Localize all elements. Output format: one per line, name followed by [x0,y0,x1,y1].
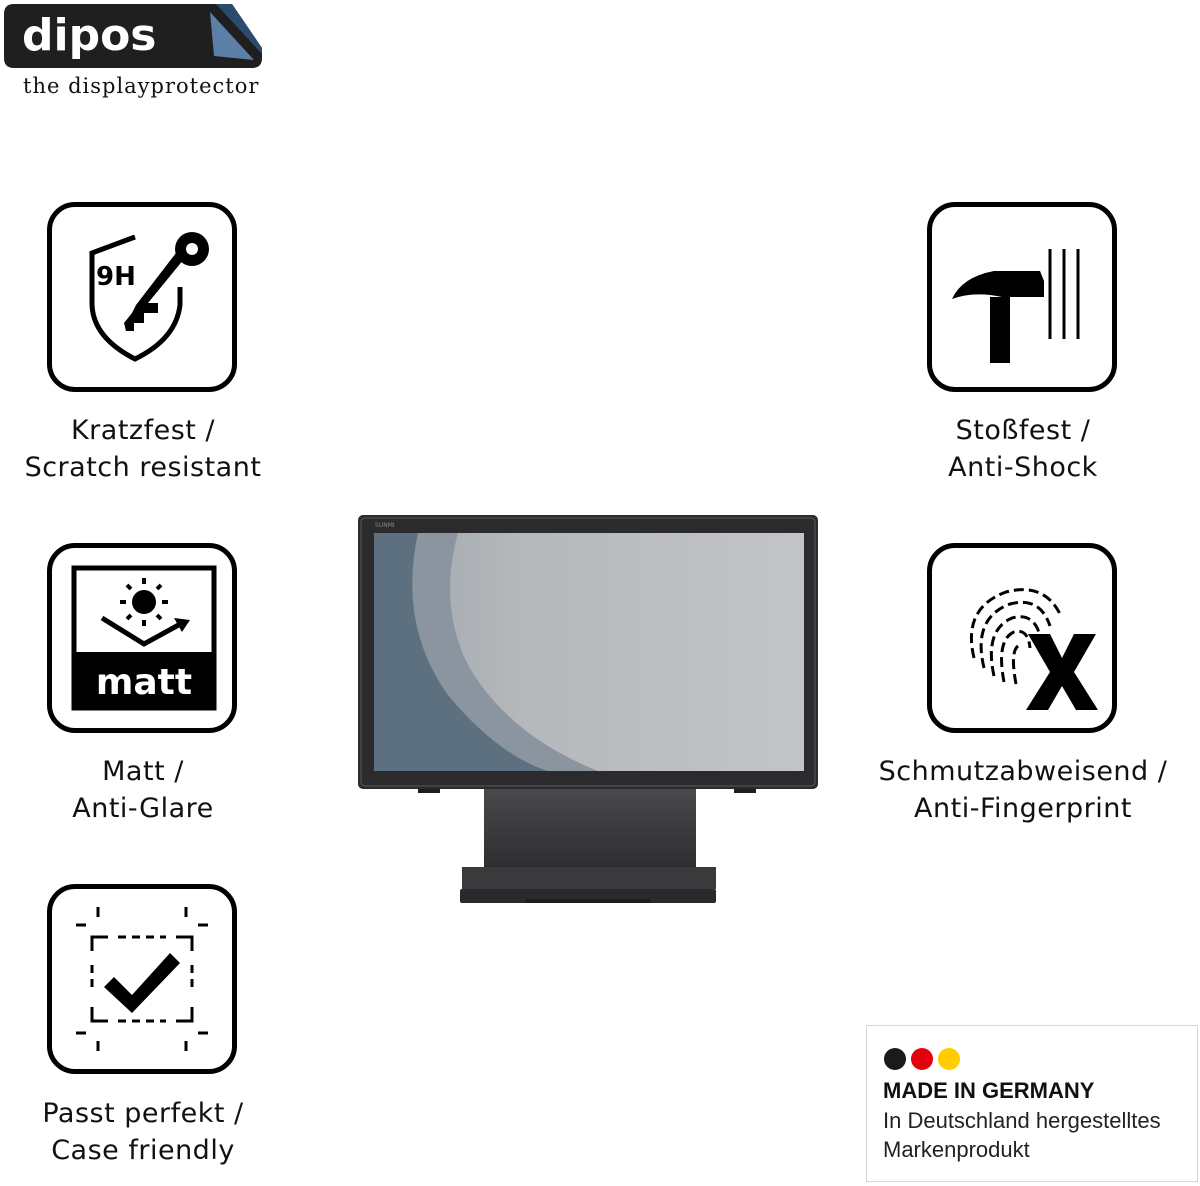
caption-scratch: Kratzfest / Scratch resistant [0,412,293,486]
sun-reflection-matt-icon: matt [71,565,217,711]
made-in-germany-line2: Markenprodukt [883,1137,1030,1162]
caption-fingerprint-line1: Schmutzabweisend / [878,756,1168,787]
badge-9h: 9H [96,262,136,292]
made-in-germany-line1: In Deutschland hergestelltes [883,1108,1161,1133]
flag-dot-black [884,1048,906,1070]
matt-anti-glare-badge: matt [47,543,237,733]
checkmark-frame-icon [76,907,208,1051]
caption-fingerprint: Schmutzabweisend / Anti-Fingerprint [873,753,1173,827]
fingerprint-cross-icon [969,588,1098,710]
brand-tagline: the displayprotector [23,74,260,98]
caption-scratch-line2: Scratch resistant [24,452,262,483]
monitor-brand: SUNMI [375,522,395,529]
scratch-resistant-badge: 9H [47,202,237,392]
flag-dot-gold [938,1048,960,1070]
caption-matt-line2: Anti-Glare [72,793,214,824]
pos-monitor-image: SUNMI [358,515,818,903]
caption-fit-line1: Passt perfekt / [42,1098,244,1129]
made-in-germany-box: MADE IN GERMANY In Deutschland hergestel… [866,1025,1198,1182]
brand-name: dipos [22,10,157,61]
caption-scratch-line1: Kratzfest / [70,415,216,446]
flag-dot-red [911,1048,933,1070]
caption-matt: Matt / Anti-Glare [0,753,293,827]
case-friendly-badge [47,884,237,1074]
caption-matt-line1: Matt / [102,756,184,787]
caption-fingerprint-line2: Anti-Fingerprint [914,793,1132,824]
caption-shock-line2: Anti-Shock [948,452,1098,483]
shield-key-9h-icon: 9H [89,232,209,362]
caption-fit: Passt perfekt / Case friendly [0,1095,293,1169]
dipos-logo: dipos [4,4,262,68]
caption-shock-line1: Stoßfest / [955,415,1091,446]
caption-shock: Stoßfest / Anti-Shock [873,412,1173,486]
hammer-icon [952,249,1080,363]
made-in-germany-title: MADE IN GERMANY [883,1078,1095,1103]
badge-matt: matt [96,662,192,703]
anti-fingerprint-badge [927,543,1117,733]
caption-fit-line2: Case friendly [51,1135,235,1166]
anti-shock-badge [927,202,1117,392]
